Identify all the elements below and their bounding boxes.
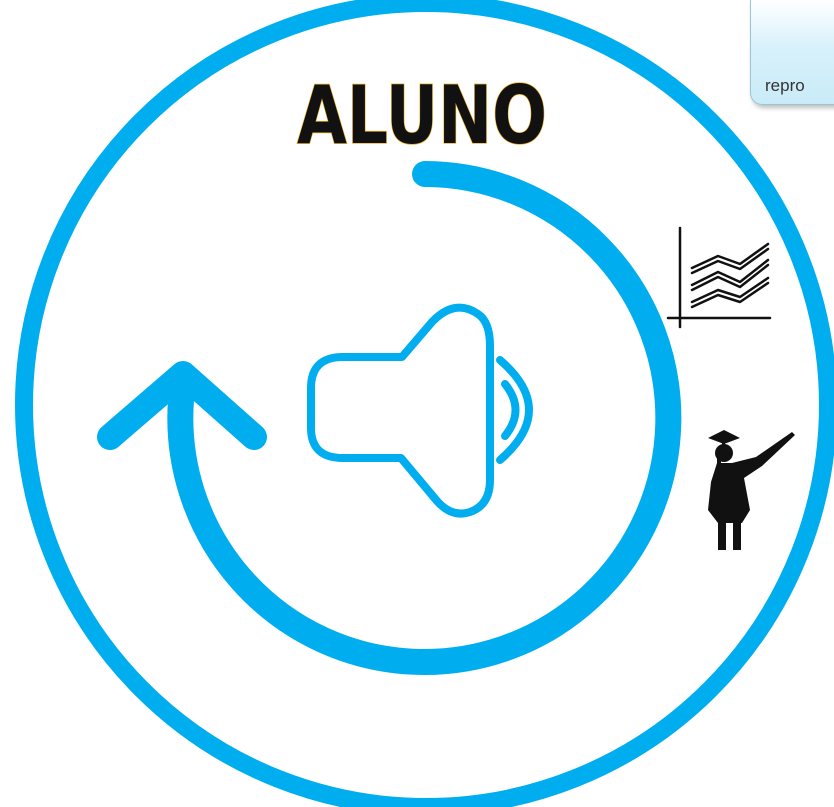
tooltip: repro — [750, 0, 834, 105]
circular-arrow-icon — [97, 161, 682, 675]
tooltip-text: repro — [765, 76, 805, 95]
outer-circle — [15, 0, 834, 807]
speaker-icon — [307, 303, 533, 518]
teacher-icon — [708, 430, 795, 550]
title: ALUNO — [297, 69, 547, 162]
line-chart-icon — [666, 226, 772, 329]
